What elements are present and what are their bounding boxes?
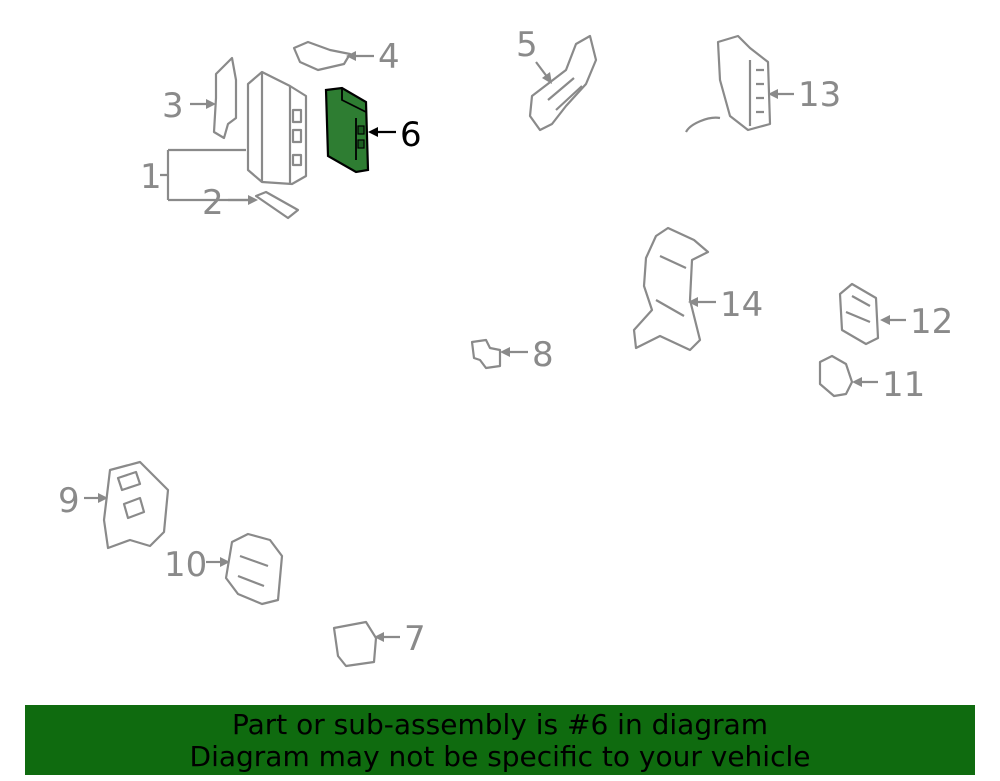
info-banner: Part or sub-assembly is #6 in diagram Di… bbox=[25, 705, 975, 775]
part-11-plate[interactable] bbox=[818, 354, 854, 398]
leader-5 bbox=[535, 61, 552, 84]
part-4-clip[interactable] bbox=[292, 40, 352, 72]
leader-10 bbox=[206, 557, 230, 567]
callout-8: 8 bbox=[532, 335, 554, 375]
leader-11 bbox=[852, 377, 878, 387]
callout-2: 2 bbox=[202, 183, 224, 223]
part-6-module-highlighted[interactable] bbox=[324, 86, 370, 174]
part-14-bracket[interactable] bbox=[632, 226, 710, 352]
banner-line-2: Diagram may not be specific to your vehi… bbox=[189, 740, 811, 773]
part-7-cover[interactable] bbox=[332, 620, 378, 668]
callout-7: 7 bbox=[404, 619, 426, 659]
callout-3: 3 bbox=[162, 86, 184, 126]
callout-1: 1 bbox=[140, 157, 162, 197]
part-8-clip[interactable] bbox=[470, 338, 502, 370]
leader-9 bbox=[84, 493, 108, 503]
leader-4 bbox=[346, 51, 374, 61]
part-12-sensor[interactable] bbox=[838, 282, 880, 346]
leader-12 bbox=[880, 315, 906, 325]
leader-2 bbox=[228, 195, 258, 205]
callout-4: 4 bbox=[378, 37, 400, 77]
part-10-bracket[interactable] bbox=[224, 532, 284, 606]
part-1-module[interactable] bbox=[246, 70, 308, 186]
leader-1 bbox=[160, 148, 252, 202]
leader-13 bbox=[768, 89, 794, 99]
callout-14: 14 bbox=[720, 285, 763, 325]
leader-7 bbox=[374, 632, 400, 642]
part-2-bracket[interactable] bbox=[254, 190, 300, 220]
callout-13: 13 bbox=[798, 75, 841, 115]
part-5-bracket[interactable] bbox=[528, 34, 598, 132]
leader-6 bbox=[368, 127, 396, 137]
banner-line-1: Part or sub-assembly is #6 in diagram bbox=[231, 708, 769, 741]
leader-8 bbox=[500, 347, 528, 357]
callout-6[interactable]: 6 bbox=[400, 115, 422, 155]
leader-14 bbox=[688, 297, 716, 307]
callout-10: 10 bbox=[164, 545, 207, 585]
callout-9: 9 bbox=[58, 481, 80, 521]
part-9-bracket[interactable] bbox=[102, 460, 170, 550]
callout-12: 12 bbox=[910, 302, 953, 342]
part-3-bracket[interactable] bbox=[212, 56, 238, 140]
leader-3 bbox=[190, 99, 216, 109]
callout-11: 11 bbox=[882, 365, 925, 405]
part-13-connector[interactable] bbox=[685, 34, 772, 133]
callout-5: 5 bbox=[516, 25, 538, 65]
